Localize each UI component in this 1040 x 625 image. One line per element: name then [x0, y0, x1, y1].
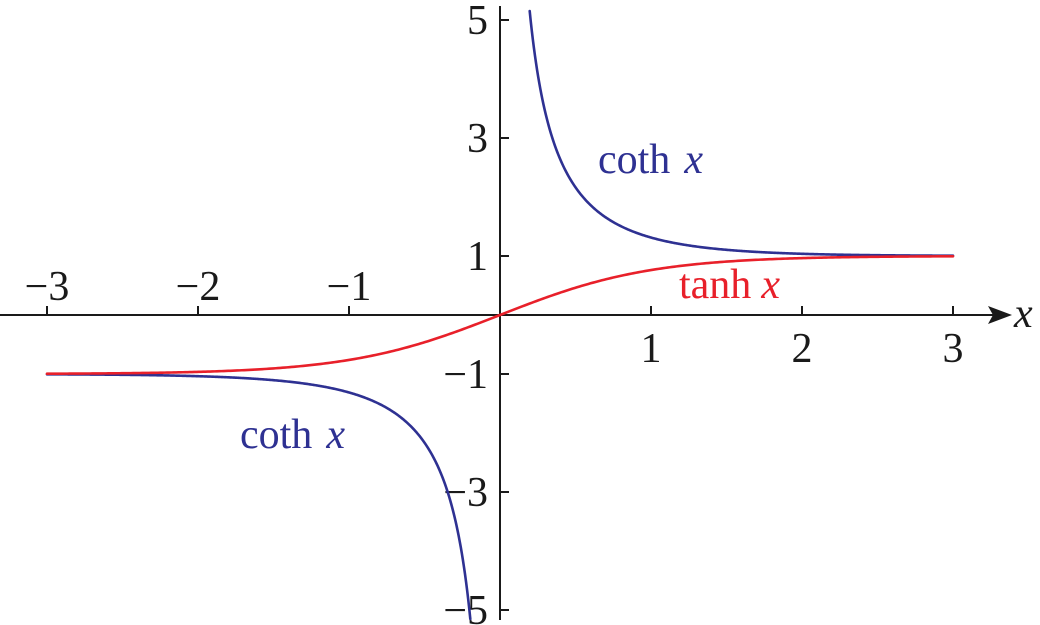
y-tick-label: −5 [443, 588, 488, 625]
x-axis-arrowhead [988, 306, 1012, 324]
axes: x [0, 6, 1033, 620]
y-tick-label: 5 [467, 0, 488, 44]
y-tick-label: −3 [443, 470, 488, 516]
x-axis-label: x [1013, 291, 1033, 337]
y-ticks: 5 3 1 −1 −3 −5 [443, 0, 509, 625]
x-tick-label: −1 [327, 264, 372, 310]
y-tick-label: 1 [467, 234, 488, 280]
x-ticks: −3 −2 −1 1 2 3 [25, 264, 964, 372]
curves [45, 9, 955, 621]
x-tick-label: −3 [25, 264, 70, 310]
x-tick-label: 3 [943, 326, 964, 372]
coth-curve-positive-branch [528, 9, 955, 258]
coth-curve-negative-branch [45, 372, 472, 621]
tanh-curve [45, 254, 955, 376]
x-tick-label: 1 [641, 326, 662, 372]
y-tick-label: −1 [443, 352, 488, 398]
x-tick-label: −2 [176, 264, 221, 310]
x-tick-label: 2 [792, 326, 813, 372]
y-tick-label: 3 [467, 116, 488, 162]
